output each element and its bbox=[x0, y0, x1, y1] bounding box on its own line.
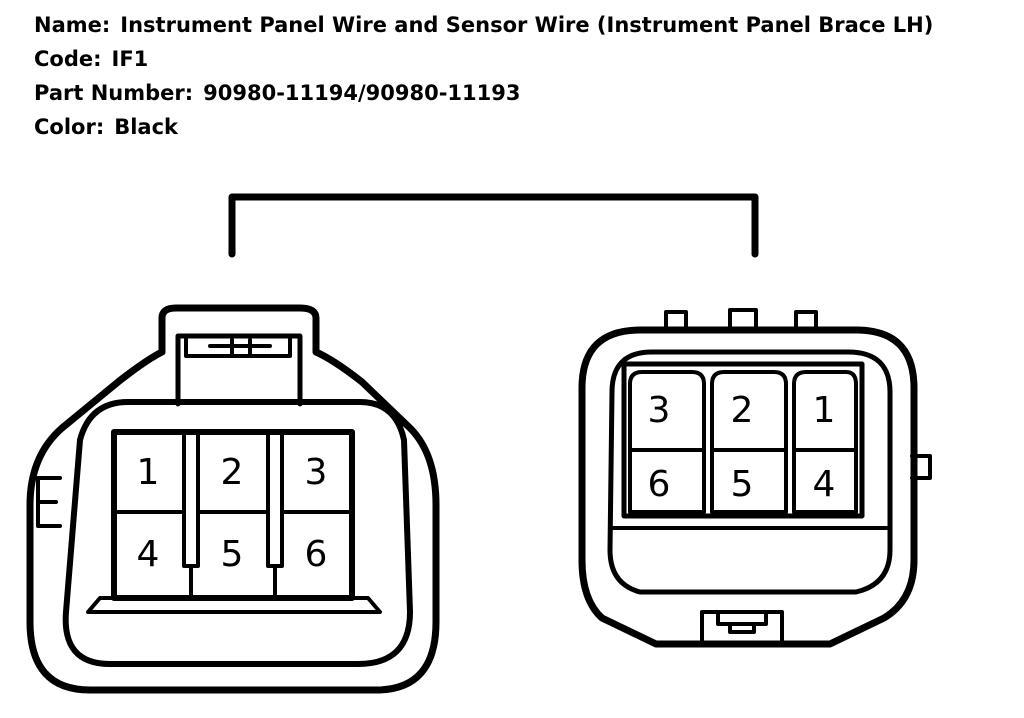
name-label: Name: bbox=[34, 13, 111, 37]
right-pin-label: 2 bbox=[731, 390, 754, 431]
right-connector-tab bbox=[728, 308, 758, 332]
left-connector-divider-2 bbox=[266, 430, 284, 568]
left-pin-label: 3 bbox=[305, 452, 328, 493]
right-connector-cell bbox=[710, 448, 788, 514]
right-pin-label: 1 bbox=[813, 390, 836, 431]
part-number-label: Part Number: bbox=[34, 81, 194, 105]
left-connector-outer-shell bbox=[26, 304, 440, 694]
left-connector-floor bbox=[86, 596, 382, 614]
code-label: Code: bbox=[34, 47, 102, 71]
right-connector-cavity-frame bbox=[621, 361, 865, 519]
name-row: Name: Instrument Panel Wire and Sensor Wi… bbox=[34, 8, 933, 42]
color-label: Color: bbox=[34, 115, 105, 139]
connector-info: Name: Instrument Panel Wire and Sensor Wi… bbox=[34, 8, 933, 144]
left-connector-inner-shell bbox=[62, 399, 413, 667]
left-connector-divider-1 bbox=[182, 430, 200, 568]
right-connector-cell bbox=[792, 448, 858, 514]
color-row: Color: Black bbox=[34, 110, 933, 144]
right-pin-label: 4 bbox=[813, 464, 836, 505]
code-value: IF1 bbox=[111, 47, 149, 71]
right-pin-label: 3 bbox=[648, 390, 671, 431]
name-value: Instrument Panel Wire and Sensor Wire (I… bbox=[120, 13, 934, 37]
right-connector-ear-right bbox=[910, 454, 932, 480]
right-connector-cell bbox=[710, 370, 788, 452]
code-row: Code: IF1 bbox=[34, 42, 933, 76]
left-pin-label: 2 bbox=[221, 452, 244, 493]
right-pin-label: 5 bbox=[731, 464, 754, 505]
color-value: Black bbox=[114, 115, 179, 139]
left-connector-latch-detail bbox=[184, 334, 292, 358]
left-pin-label: 6 bbox=[305, 534, 328, 575]
right-connector-tab bbox=[664, 310, 688, 332]
right-connector-outer-shell bbox=[578, 326, 918, 648]
right-connector-tab bbox=[794, 310, 818, 332]
left-connector-ear-left bbox=[36, 477, 58, 527]
left-connector-divider-stems bbox=[189, 564, 277, 600]
left-pin-label: 5 bbox=[221, 534, 244, 575]
left-connector-latch bbox=[175, 333, 303, 407]
part-number-row: Part Number: 90980-11194/90980-11193 bbox=[34, 76, 933, 110]
connection-bracket bbox=[228, 193, 759, 258]
right-pin-label: 6 bbox=[648, 464, 671, 505]
right-connector: 3 2 1 6 5 4 bbox=[578, 308, 932, 648]
part-number-value: 90980-11194/90980-11193 bbox=[203, 81, 521, 105]
left-connector-ear-left-edges bbox=[36, 476, 62, 528]
right-connector-cell bbox=[628, 370, 706, 452]
left-connector: 1 2 3 4 5 6 bbox=[26, 304, 440, 694]
left-pin-label: 1 bbox=[137, 452, 160, 493]
right-connector-bottom-lock bbox=[700, 610, 784, 644]
right-connector-inner-shell bbox=[607, 349, 893, 595]
left-pin-label: 4 bbox=[137, 534, 160, 575]
right-connector-cell bbox=[792, 370, 858, 452]
right-connector-cell bbox=[628, 448, 706, 514]
